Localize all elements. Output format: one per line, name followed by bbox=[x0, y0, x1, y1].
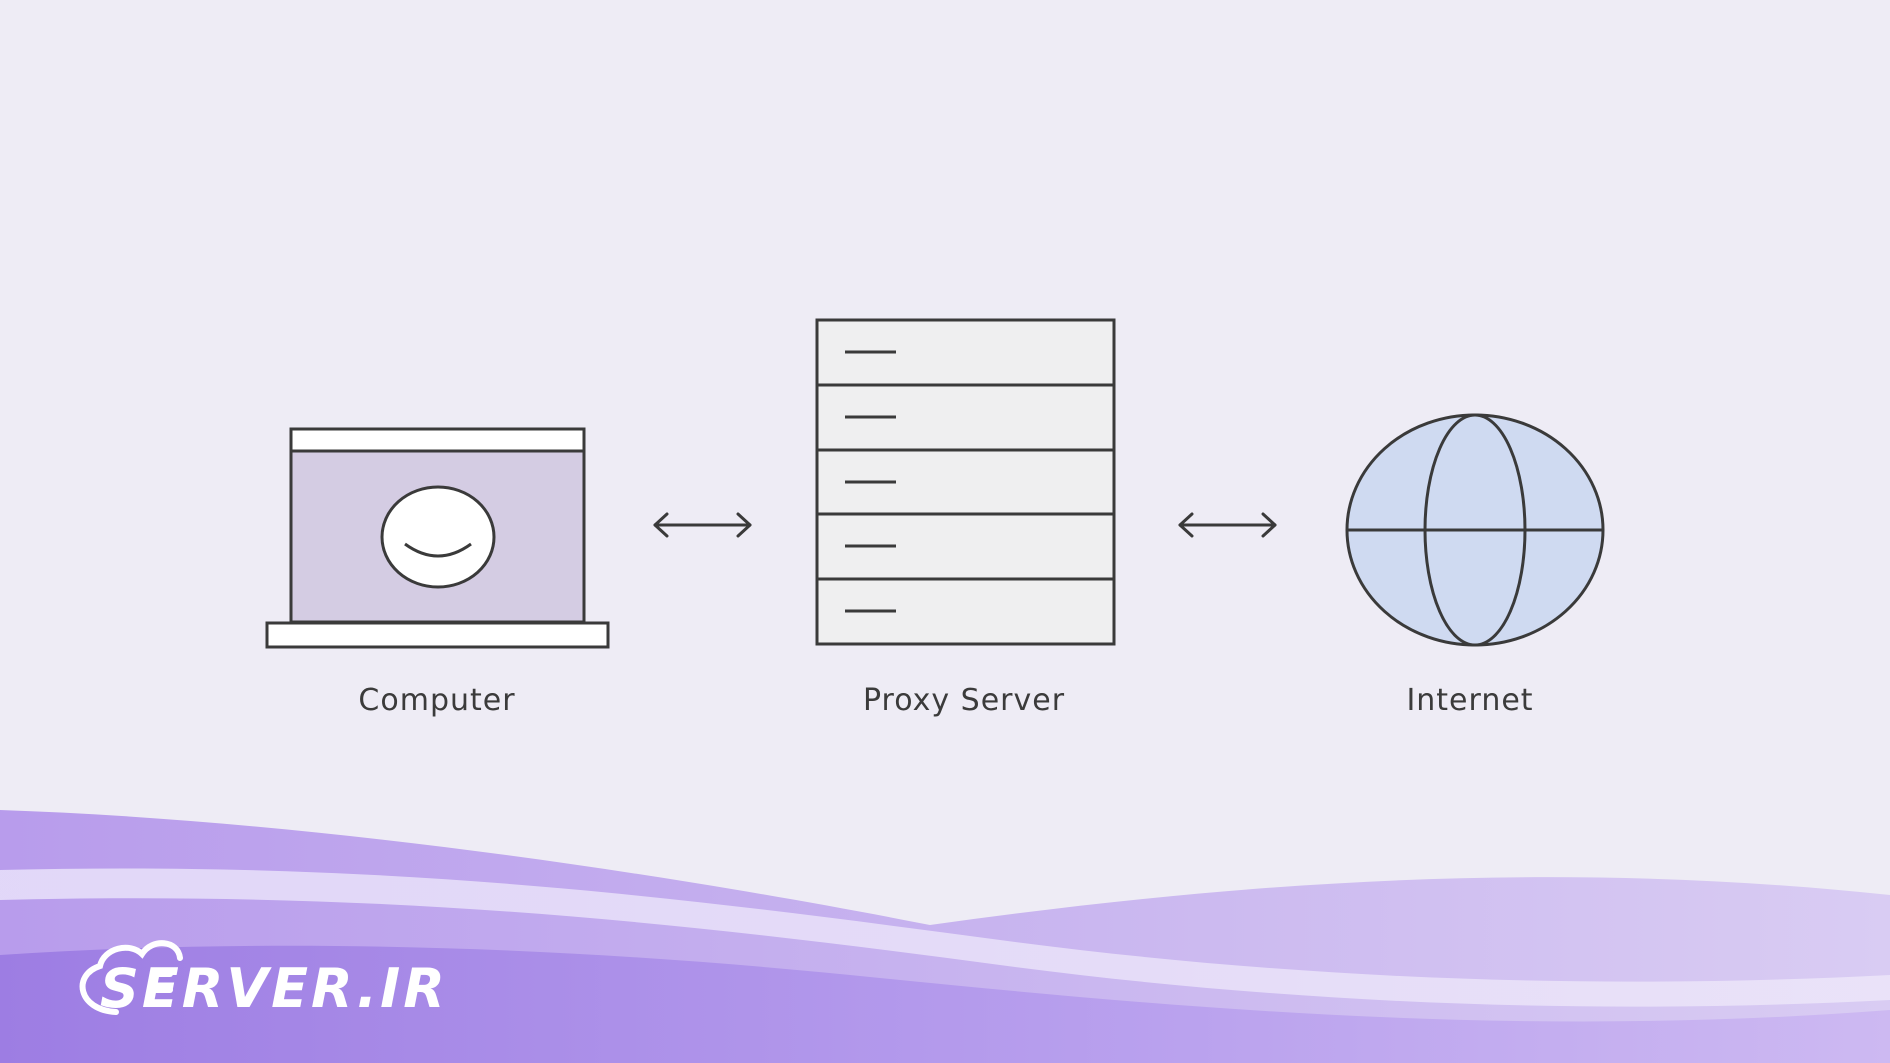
wave-front bbox=[0, 945, 1890, 1063]
background-waves bbox=[0, 810, 1890, 1063]
laptop-smiley-icon bbox=[265, 427, 610, 649]
node-label-internet: Internet bbox=[1406, 683, 1534, 718]
node-label-computer: Computer bbox=[358, 683, 516, 718]
cloud-logo-icon bbox=[79, 940, 183, 1015]
server-rack-icon bbox=[815, 318, 1116, 646]
node-label-proxy-server: Proxy Server bbox=[862, 683, 1066, 718]
brand-logo-text: SERVER.IR bbox=[100, 957, 448, 1020]
bidirectional-arrow-icon bbox=[653, 512, 752, 538]
bidirectional-arrow-icon bbox=[1178, 512, 1277, 538]
globe-icon bbox=[1345, 413, 1605, 647]
wave-highlight bbox=[0, 868, 1890, 1007]
